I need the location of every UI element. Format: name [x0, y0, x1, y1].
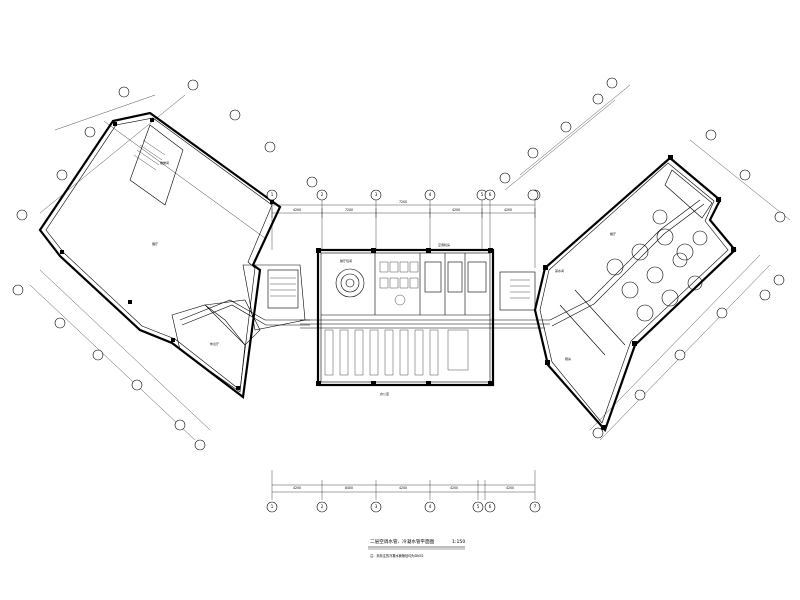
- grid-bubble-left-m: [174, 419, 186, 431]
- dim-bottom-3: 4200: [399, 486, 407, 490]
- center-block: [300, 248, 550, 387]
- stair-top: [133, 139, 166, 171]
- bottom-grid-bubbles: 1 2 3 4 5 6 7: [266, 501, 541, 513]
- grid-bubble-top-6: 6: [484, 189, 496, 250]
- grid-bubble-top-3: 3: [370, 189, 382, 250]
- grid-bubble-left-j: [54, 317, 66, 329]
- dim-top-4: 4200: [452, 208, 460, 212]
- dim-bottom-4: 4200: [450, 486, 458, 490]
- grid-bubble-right-h: [739, 169, 751, 181]
- grid-bubble-bottom-3: 3: [370, 501, 382, 513]
- svg-text:4: 4: [429, 504, 432, 509]
- grid-bubble-top-2: 2: [316, 189, 328, 250]
- dim-top-2: 7200: [345, 208, 353, 212]
- left-wing-dimension-chain-top: [39, 94, 267, 239]
- drawing-title-block: 二层空调水管、冷凝水管平面图 1:150 注：未标注的冷凝水管管径均为DN32: [368, 538, 465, 558]
- grid-bubble-top-4: 4: [424, 189, 436, 250]
- room-label-left-large: 展厅: [152, 241, 158, 246]
- grid-bubble-left-l: [131, 379, 143, 391]
- grid-bubble-right-l: [716, 307, 728, 319]
- svg-text:2: 2: [321, 504, 324, 509]
- svg-text:1: 1: [271, 504, 274, 509]
- office-desks: [324, 329, 469, 376]
- left-wing: [38, 111, 310, 400]
- grid-bubble-left-h: [306, 176, 318, 188]
- room-label-right-small: 茶水间: [555, 268, 564, 273]
- stair-center-right: [499, 271, 536, 311]
- room-label-center-ahu: 空调机房: [438, 242, 450, 247]
- grid-bubble-right-j: [773, 274, 785, 286]
- grid-bubble-right-g: [705, 129, 717, 141]
- grid-bubble-bottom-2: 2: [316, 501, 328, 513]
- drawing-note: 注：未标注的冷凝水管管径均为DN32: [370, 553, 424, 558]
- grid-bubble-bottom-6: 6: [484, 501, 496, 513]
- svg-text:3: 3: [375, 192, 378, 197]
- grid-bubble-right-i: [774, 211, 786, 223]
- grid-bubble-right-d: [527, 147, 539, 159]
- top-dimension-chain: 4200 7200 7200 4200 4200: [271, 200, 536, 218]
- svg-text:5: 5: [477, 504, 480, 509]
- drawing-scale: 1:150: [452, 539, 465, 545]
- dim-top-5: 4200: [504, 208, 512, 212]
- grid-bubble-top-5: 5: [476, 189, 488, 250]
- grid-bubble-left-k: [92, 349, 104, 361]
- room-label-left-lounge: 休息厅: [210, 341, 219, 346]
- grid-bubble-left-f: [56, 169, 68, 181]
- right-wing-grid-bubbles: [499, 77, 786, 439]
- grid-bubble-left-n: [194, 439, 206, 451]
- room-label-center-top: 餐厅包间: [340, 258, 352, 263]
- svg-text:2: 2: [321, 192, 324, 197]
- grid-bubble-left-a: [187, 79, 199, 91]
- grid-bubble-left-d: [84, 126, 96, 138]
- bottom-dimension-chain: 4200 8400 4200 4200 4200: [271, 470, 536, 500]
- grid-bubble-left-g: [16, 209, 28, 221]
- grid-bubble-bottom-4: 4: [424, 501, 436, 513]
- grid-bubble-right-c: [560, 121, 572, 133]
- right-wing-dimension-chains: [504, 84, 791, 441]
- toilet-stalls: [379, 261, 419, 306]
- grid-bubble-left-e: [264, 141, 276, 153]
- dim-bottom-1: 4200: [293, 486, 301, 490]
- grid-bubble-left-b: [118, 86, 130, 98]
- svg-text:3: 3: [375, 504, 378, 509]
- grid-bubble-right-o: [592, 427, 604, 439]
- dining-tables: [606, 209, 708, 322]
- left-wing-dimension-chain-bottom: [29, 269, 211, 441]
- dim-bottom-2: 8400: [345, 486, 353, 490]
- svg-text:5: 5: [481, 192, 484, 197]
- svg-text:6: 6: [489, 192, 492, 197]
- grid-bubble-right-k: [759, 289, 771, 301]
- svg-text:7: 7: [534, 504, 537, 509]
- dim-top-1: 4200: [293, 208, 301, 212]
- svg-text:6: 6: [489, 504, 492, 509]
- grid-bubble-right-m: [674, 349, 686, 361]
- left-wing-grid-bubbles: [12, 79, 318, 451]
- grid-bubble-right-f: [499, 172, 511, 184]
- grid-bubble-right-e: [527, 189, 539, 201]
- svg-text:4: 4: [429, 192, 432, 197]
- grid-bubble-right-a: [606, 77, 618, 89]
- grid-bubble-right-b: [592, 93, 604, 105]
- grid-bubble-top-1: 1: [266, 189, 278, 250]
- room-label-right-dining: 餐厅: [610, 231, 616, 236]
- grid-bubble-top-7: 7: [529, 189, 541, 268]
- grid-bubble-left-c: [229, 109, 241, 121]
- grid-bubble-bottom-5: 5: [472, 501, 484, 513]
- right-wing: [533, 155, 737, 433]
- grid-bubble-left-i: [12, 284, 24, 296]
- dim-top-3: 7200: [399, 200, 407, 204]
- stair-center-left: [267, 269, 299, 309]
- svg-text:1: 1: [271, 192, 274, 197]
- room-label-center-office: 办公室: [380, 391, 389, 396]
- room-label-right-kitchen: 厨房: [565, 356, 571, 361]
- room-label-left-stair: 楼梯间: [160, 160, 169, 165]
- drawing-title: 二层空调水管、冷凝水管平面图: [370, 538, 435, 545]
- dim-bottom-5: 4200: [506, 486, 514, 490]
- grid-bubble-right-n: [634, 389, 646, 401]
- grid-bubble-bottom-1: 1: [266, 501, 278, 513]
- grid-bubble-bottom-7: 7: [529, 501, 541, 513]
